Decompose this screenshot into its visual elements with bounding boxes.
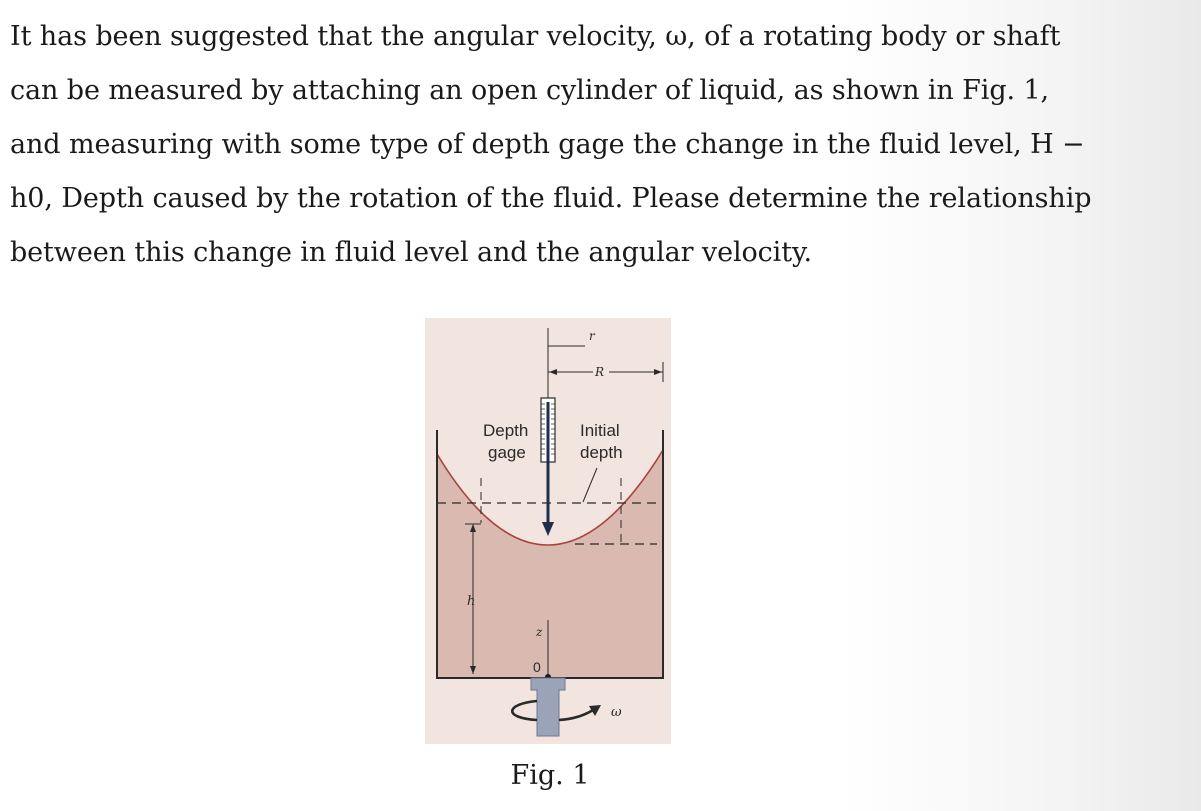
z-label: z bbox=[535, 625, 543, 639]
h-arrow-up bbox=[470, 524, 476, 532]
omega-label: ω bbox=[611, 705, 622, 720]
problem-line-2: can be measured by attaching an open cyl… bbox=[10, 75, 1050, 106]
free-surface-curve bbox=[436, 449, 664, 546]
initial-depth-leader bbox=[582, 467, 598, 503]
problem-line-1: It has been suggested that the angular v… bbox=[10, 21, 1061, 52]
rotating-shaft bbox=[530, 677, 566, 737]
h-label: h bbox=[467, 594, 475, 609]
problem-line-3: and measuring with some type of depth ga… bbox=[10, 129, 1085, 160]
rotation-arrowhead bbox=[589, 705, 601, 716]
R-label: R bbox=[594, 365, 604, 379]
R-arrow-left bbox=[549, 369, 557, 375]
initial-depth-label-line1: Initial bbox=[580, 421, 620, 440]
depth-gage-label-line1: Depth bbox=[483, 421, 528, 440]
problem-line-4: h0, Depth caused by the rotation of the … bbox=[10, 183, 1092, 214]
liquid-body bbox=[437, 450, 663, 678]
h-arrow-down bbox=[470, 666, 476, 674]
origin-label: 0 bbox=[533, 659, 541, 675]
depth-gage-label-line2: gage bbox=[488, 443, 526, 462]
depth-gage-arrowhead bbox=[542, 522, 554, 536]
r-label: r bbox=[589, 329, 596, 343]
rotation-arrow-left bbox=[511, 699, 538, 722]
problem-line-5: between this change in fluid level and t… bbox=[10, 237, 813, 268]
figure-rotating-cylinder: h z 0 r R bbox=[425, 318, 671, 744]
figure-caption: Fig. 1 bbox=[510, 760, 590, 791]
figure-svg: h z 0 r R bbox=[425, 318, 671, 744]
initial-depth-label-line2: depth bbox=[580, 443, 623, 462]
R-label-bg bbox=[593, 364, 609, 378]
depth-gage-scale bbox=[541, 403, 555, 455]
R-arrow-right bbox=[654, 369, 662, 375]
rotation-arrow-right bbox=[558, 708, 594, 722]
problem-statement: It has been suggested that the angular v… bbox=[10, 10, 1110, 280]
